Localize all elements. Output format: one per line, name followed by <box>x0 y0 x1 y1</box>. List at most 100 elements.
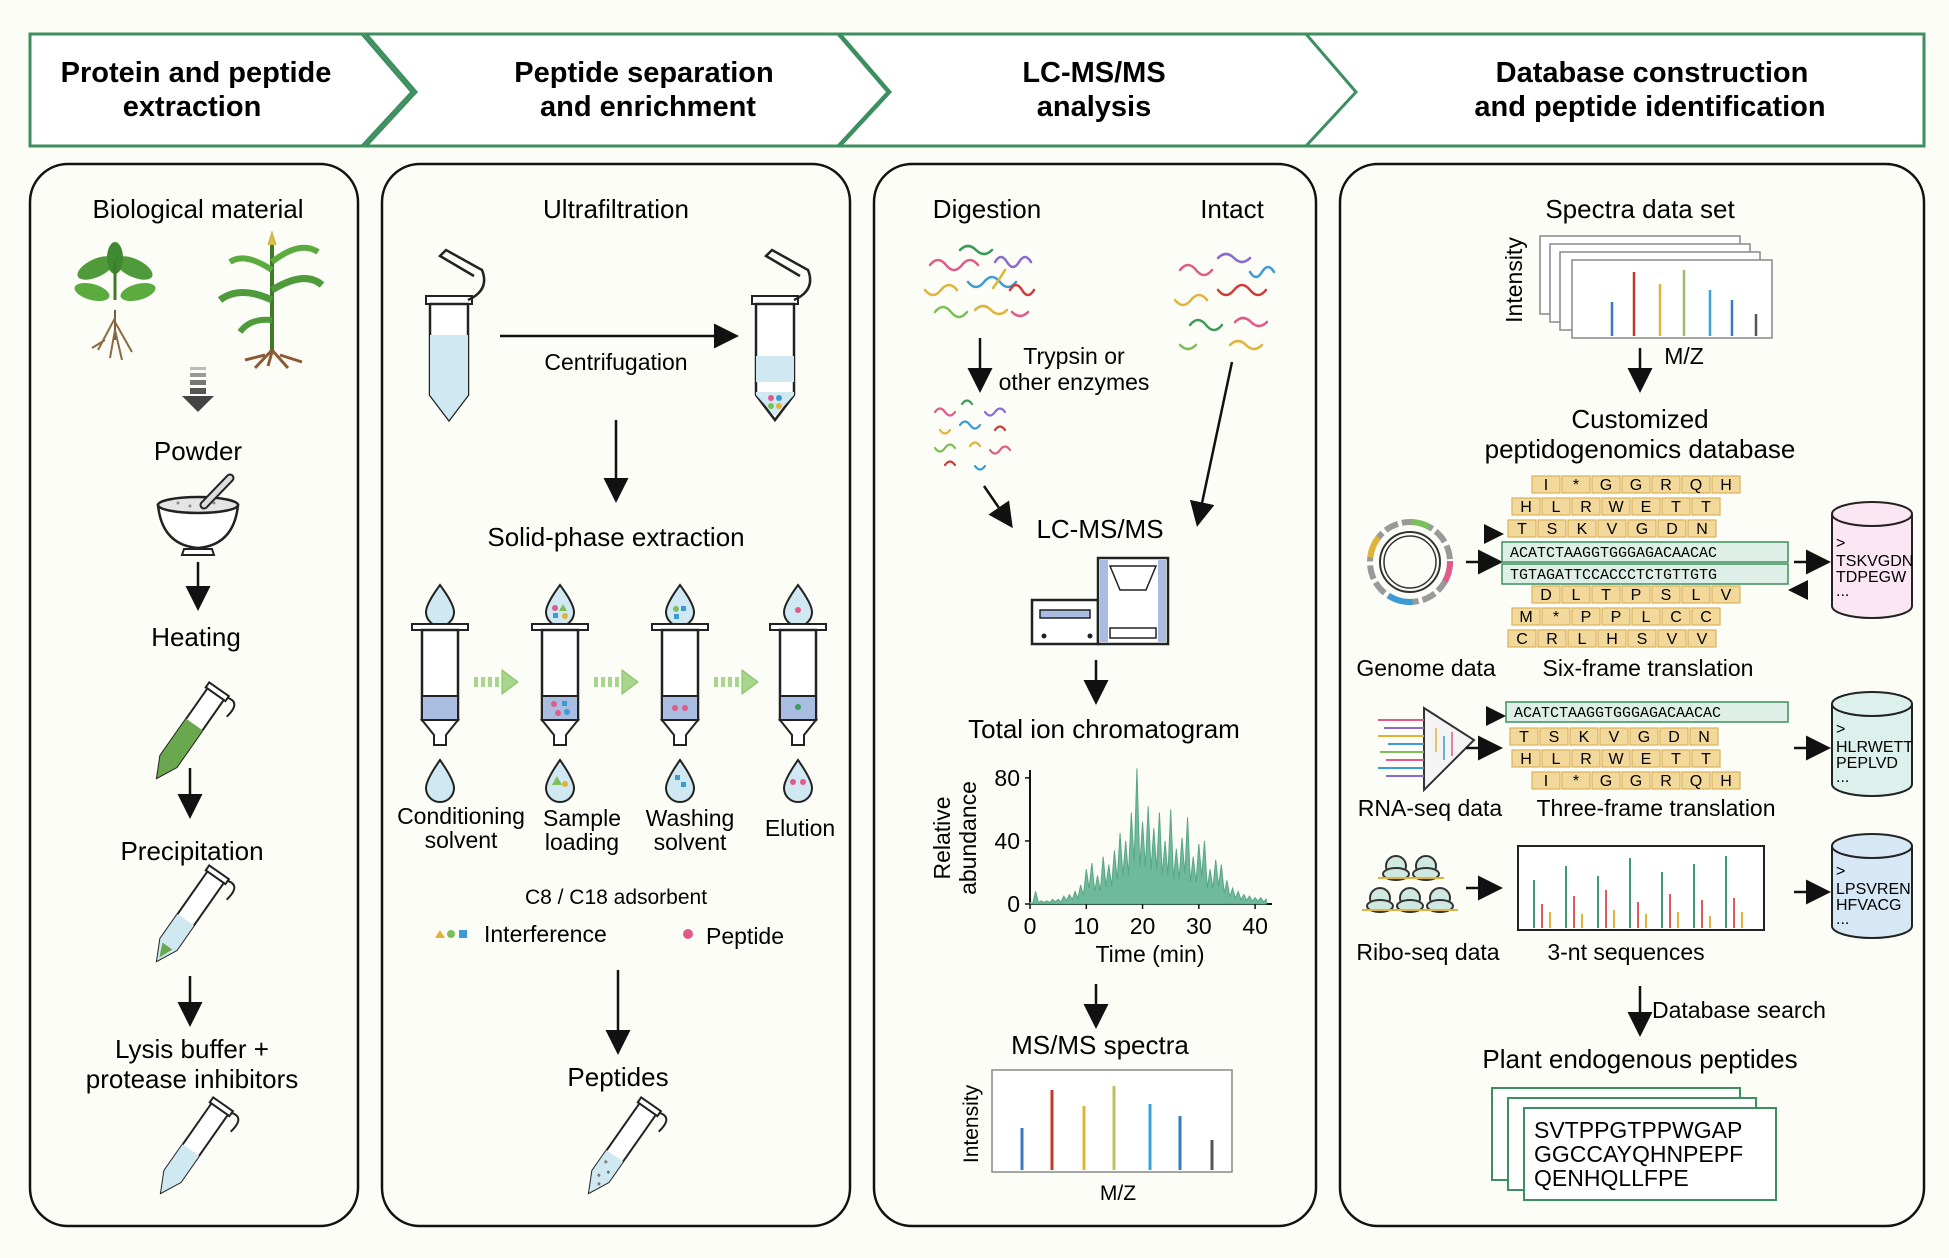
tic-y-tick-label: 0 <box>1007 891 1020 917</box>
frame-plus2-cell <box>1571 497 1601 516</box>
interference-label: Interference <box>484 921 607 947</box>
frame-minus1-cell <box>1561 585 1591 604</box>
frame-plus2-cell <box>1691 497 1721 516</box>
frame-plus2-letter: W <box>1608 499 1624 516</box>
result-seq-1: SVTPPGTPPWGAP <box>1534 1117 1742 1143</box>
spe-column-washing <box>651 583 709 803</box>
panel-database <box>1338 162 1926 1228</box>
three-nt-label: 3-nt sequences <box>1547 939 1704 965</box>
frame-plus1-cell <box>1657 519 1687 538</box>
spe-column-elution <box>769 583 827 803</box>
spectra-mz-label: M/Z <box>1664 343 1704 369</box>
frame-minus1-letter: V <box>1721 587 1732 604</box>
db-title-line1: Customized <box>1571 404 1708 434</box>
frame-minus3-cell <box>1687 629 1717 648</box>
step-loading-line2: loading <box>545 829 619 855</box>
frame-minus3-letter: V <box>1667 631 1678 648</box>
frame-minus1-cell <box>1681 585 1711 604</box>
header-3-line1: LC-MS/MS <box>1022 57 1165 89</box>
tic-ylabel-line2: abundance <box>955 781 981 895</box>
rnaseq-reads-icon <box>1378 706 1476 793</box>
frame-plus2-letter: R <box>1580 499 1592 516</box>
frame-plus3-letter: G <box>1630 477 1642 494</box>
db-rna-line1: HLRWETT <box>1836 739 1913 756</box>
tic-x-tick-label: 20 <box>1130 913 1156 939</box>
rna-frame-letter: Q <box>1690 773 1702 790</box>
db-rna-line0: > <box>1836 721 1845 738</box>
frame-plus2-letter: H <box>1520 499 1532 516</box>
biological-material-label: Biological material <box>93 194 304 224</box>
rna-frame-letter: * <box>1573 773 1579 790</box>
panel2-content: Ultrafiltration Centrifugation Solid-pha… <box>397 194 835 1195</box>
db-rna-line2: PEPLVD <box>1836 755 1898 772</box>
heating-label: Heating <box>151 622 241 652</box>
frame-plus2-letter: T <box>1671 499 1681 516</box>
frame-plus1-cell <box>1537 519 1567 538</box>
rna-frame-letter: T <box>1701 751 1711 768</box>
rna-frame-letter: T <box>1671 751 1681 768</box>
rna-frame-letter: R <box>1660 773 1672 790</box>
db-genome-line1: TSKVGDN <box>1836 553 1913 570</box>
tube-peptides-icon <box>587 1096 668 1195</box>
arrow-digested-to-lcms <box>982 485 1013 529</box>
frame-minus1-cell <box>1531 585 1561 604</box>
frame-minus1-cell <box>1651 585 1681 604</box>
mortar-pestle-icon <box>156 473 240 556</box>
rna-frame-letter: K <box>1579 729 1590 746</box>
lcms-label: LC-MS/MS <box>1036 514 1163 544</box>
step-conditioning-line1: Conditioning <box>397 803 525 829</box>
database-genome-icon: > TSKVGDN TDPEGW ... <box>1831 501 1913 619</box>
frame-minus2-letter: P <box>1581 609 1592 626</box>
frame-plus3-cell <box>1711 475 1741 494</box>
rna-frame-letter: D <box>1668 729 1680 746</box>
ribosome-icon <box>1362 855 1458 913</box>
digested-peptides-icon <box>933 399 1012 471</box>
header-2-line2: and enrichment <box>540 91 756 123</box>
header-bar: Protein and peptide extraction Peptide s… <box>28 32 1926 148</box>
rna-frame-cell <box>1509 727 1539 746</box>
tic-area <box>1029 768 1267 905</box>
header-4-line2: and peptide identification <box>1474 91 1825 123</box>
plant-peptides-label: Plant endogenous peptides <box>1482 1044 1797 1074</box>
tic-xlabel: Time (min) <box>1095 941 1204 967</box>
frame-plus2-cell <box>1511 497 1541 516</box>
frame-plus3-letter: G <box>1600 477 1612 494</box>
rna-forward-box <box>1505 701 1789 723</box>
rna-frame-cell <box>1689 727 1719 746</box>
db-ribo-line2: HFVACG <box>1836 897 1901 914</box>
lysis-label-line2: protease inhibitors <box>86 1064 298 1094</box>
frame-minus2-cell <box>1661 607 1691 626</box>
dna-forward-box <box>1501 541 1789 563</box>
frame-minus3-letter: L <box>1578 631 1587 648</box>
tic-ylabel-line1: Relative <box>929 796 955 879</box>
rna-frame-cell <box>1591 771 1621 790</box>
frame-minus1-letter: D <box>1540 587 1552 604</box>
rna-frame-cell <box>1621 771 1651 790</box>
frame-minus2-letter: C <box>1670 609 1682 626</box>
rna-frame-letter: E <box>1641 751 1652 768</box>
rna-frame-letter: W <box>1608 751 1624 768</box>
frame-minus2-cell <box>1541 607 1571 626</box>
msms-title: MS/MS spectra <box>1011 1030 1189 1060</box>
msms-spectrum <box>991 1069 1233 1173</box>
db-ribo-line0: > <box>1836 863 1845 880</box>
frame-plus2-cell <box>1661 497 1691 516</box>
frame-plus3-cell <box>1651 475 1681 494</box>
riboseq-label: Ribo-seq data <box>1356 939 1499 965</box>
rna-frame-letter: G <box>1638 729 1650 746</box>
rna-frame-cell <box>1651 771 1681 790</box>
panel-separation <box>380 162 852 1228</box>
frame-minus2-letter: C <box>1700 609 1712 626</box>
ultrafiltration-tube-left-icon <box>425 248 486 423</box>
rna-frame-cell <box>1659 727 1689 746</box>
rna-frame-letter: N <box>1698 729 1710 746</box>
tube-heating-icon <box>155 681 236 780</box>
frame-minus3-cell <box>1537 629 1567 648</box>
frame-plus2-letter: E <box>1641 499 1652 516</box>
db-search-label: Database search <box>1652 997 1826 1023</box>
rna-frame-letter: I <box>1544 773 1548 790</box>
frame-plus1-letter: K <box>1577 521 1588 538</box>
step-loading-line1: Sample <box>543 805 621 831</box>
